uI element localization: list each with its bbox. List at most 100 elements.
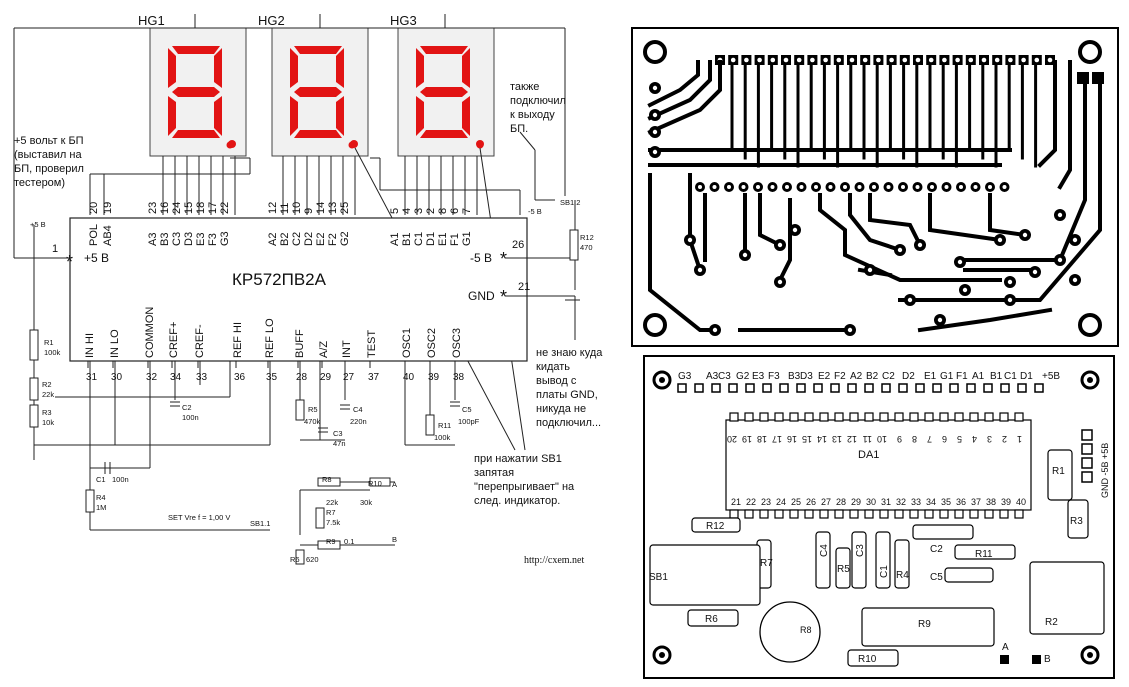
- bottom-pin-name: IN LO: [109, 329, 121, 358]
- c5-label: C5: [930, 572, 943, 583]
- display-hg1: [149, 27, 247, 157]
- r6-symbol: [295, 549, 305, 565]
- chip-pin-top: 16: [787, 434, 797, 444]
- mount-hole-bl: [643, 313, 667, 337]
- r3-symbol: [29, 404, 39, 428]
- chip-pin-top: 4: [972, 434, 977, 444]
- bottom-pin-name: TEST: [366, 330, 378, 358]
- c4-value: 220n: [350, 417, 367, 426]
- r3-label: R3: [42, 408, 52, 417]
- annotation-line: тестером): [14, 177, 66, 189]
- segment: [294, 87, 342, 97]
- segment: [336, 96, 344, 136]
- r6-label: R6: [290, 555, 300, 564]
- segment: [420, 87, 468, 97]
- board-top-label: B2: [866, 371, 879, 382]
- board-top-label: B3: [788, 371, 801, 382]
- annotation-line: вывод с: [536, 375, 577, 387]
- c5-value: 100pF: [458, 417, 480, 426]
- top-pin-number: 22: [219, 202, 231, 214]
- top-pin-number: 13: [327, 202, 339, 214]
- r12: [691, 517, 741, 533]
- chip-pin-top: 1: [1017, 434, 1022, 444]
- hg2-label: HG2: [258, 13, 285, 28]
- segment: [172, 46, 220, 54]
- r3: [1067, 499, 1089, 539]
- chip-pin-bottom: 36: [956, 497, 966, 507]
- top-pin-name: C2: [291, 232, 303, 246]
- r1: [1047, 449, 1073, 501]
- r3-value: 10k: [42, 418, 54, 427]
- chip-pin-bottom: 23: [761, 497, 771, 507]
- annotation-plus5: +5 вольт к БП (выставил на БП, проверил …: [14, 134, 84, 190]
- bottom-pin-name: BUFF: [294, 329, 306, 358]
- bottom-pin-name: OSC3: [451, 328, 463, 358]
- c4-label: C4: [819, 544, 830, 557]
- top-pin-name: G1: [461, 231, 473, 246]
- c1-label: C1: [879, 565, 890, 578]
- top-pin-name: C3: [171, 232, 183, 246]
- bottom-pin-number: 39: [428, 372, 440, 383]
- r7-symbol: [315, 507, 325, 529]
- top-pin-name: POL: [88, 224, 100, 246]
- chip-pin-bottom: 40: [1016, 497, 1026, 507]
- annotation-line: след. индикатор.: [474, 495, 561, 507]
- b-label: B: [1044, 654, 1051, 665]
- top-pin-name: B1: [401, 233, 413, 246]
- top-pin-name: A1: [389, 233, 401, 246]
- chip-pin-top: 14: [817, 434, 827, 444]
- annotation-line: БП.: [510, 123, 529, 135]
- chip-pin-bottom: 22: [746, 497, 756, 507]
- pin26-label: -5 В: [470, 251, 492, 265]
- r11-label: R11: [438, 421, 451, 430]
- chip-pin-top: 2: [1002, 434, 1007, 444]
- bottom-pin-name: INT: [341, 340, 353, 358]
- chip-pin-top: 11: [863, 434, 872, 444]
- chip-pin-top: 3: [987, 434, 992, 444]
- segment: [214, 48, 222, 88]
- sb1-label: SB1: [649, 572, 668, 583]
- c1-label: C1: [96, 475, 106, 484]
- chip-pin-bottom: 30: [866, 497, 876, 507]
- board-top-label: +5B: [1042, 371, 1060, 382]
- board-top-label: D1: [1020, 371, 1033, 382]
- r5-value: 470k: [304, 417, 321, 426]
- chip-pin-bottom: 37: [971, 497, 981, 507]
- pin1-label: +5 В: [84, 251, 109, 265]
- board-top-label: E1: [924, 371, 937, 382]
- chip-pin-bottom: 39: [1001, 497, 1011, 507]
- chip-pin-top: 10: [877, 434, 887, 444]
- r5-symbol: [295, 399, 305, 421]
- top-pin-number: 16: [159, 202, 171, 214]
- top-pin-name: F1: [449, 233, 461, 246]
- top-pin-name: D3: [183, 232, 195, 246]
- annotation-line: +5 вольт к БП: [14, 135, 84, 147]
- dp-hg1: [226, 141, 234, 149]
- r6: [687, 609, 739, 627]
- segment: [416, 48, 424, 88]
- pin26-star: *: [500, 249, 507, 269]
- r9-label: R9: [918, 619, 931, 630]
- r1-label: R1: [44, 338, 54, 347]
- r5-label: R5: [308, 405, 318, 414]
- r12-label: R12: [580, 233, 594, 242]
- display-hg2: [271, 27, 369, 157]
- annotation-also: также подключил к выходу БП.: [510, 80, 566, 136]
- chip-pin-top: 5: [957, 434, 962, 444]
- r5: [835, 547, 851, 589]
- annotation-line: кидать: [536, 361, 571, 373]
- r11-symbol: [425, 414, 435, 436]
- r3-label: R3: [1070, 516, 1083, 527]
- board-top-label: C1: [1004, 371, 1017, 382]
- r2-symbol: [29, 377, 39, 401]
- chip-pin-bottom: 21: [731, 497, 741, 507]
- annotation-line: (выставил на: [14, 149, 82, 161]
- segment: [462, 48, 470, 88]
- top-pin-name: G3: [219, 231, 231, 246]
- segment: [172, 87, 220, 97]
- board-top-label: F1: [956, 371, 968, 382]
- segment: [420, 46, 468, 54]
- board-top-label: C2: [882, 371, 895, 382]
- c3-value: 47n: [333, 439, 346, 448]
- top-pin-number: 2: [425, 208, 437, 214]
